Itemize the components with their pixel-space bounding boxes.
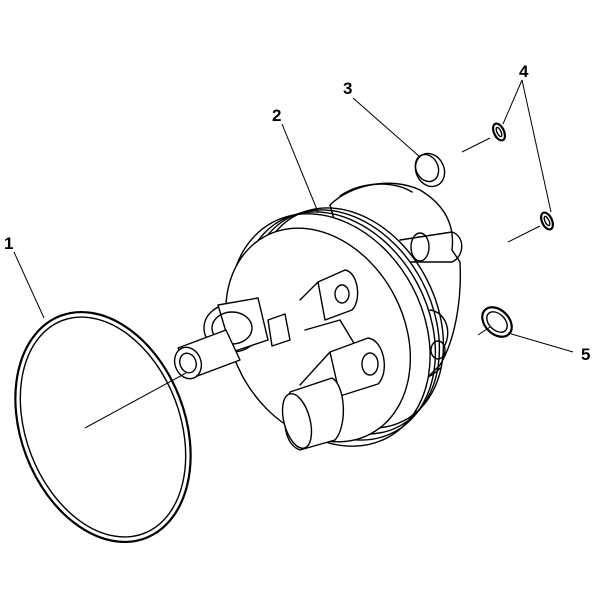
callout-labels: 1 2 3 4 5 <box>4 62 590 364</box>
callout-5: 5 <box>581 345 590 364</box>
callout-2: 2 <box>272 106 281 125</box>
leader-lines <box>13 79 574 353</box>
callout-3: 3 <box>343 79 352 98</box>
part-5-o-ring <box>481 306 513 338</box>
assembly-centerlines <box>84 137 541 429</box>
callout-4: 4 <box>519 62 529 81</box>
callout-1: 1 <box>4 234 13 253</box>
part-1-gasket-ring <box>14 310 192 544</box>
part-4-small-o-rings <box>491 122 555 231</box>
part-2-pump-housing <box>173 182 463 451</box>
part-3-plug <box>414 152 446 188</box>
